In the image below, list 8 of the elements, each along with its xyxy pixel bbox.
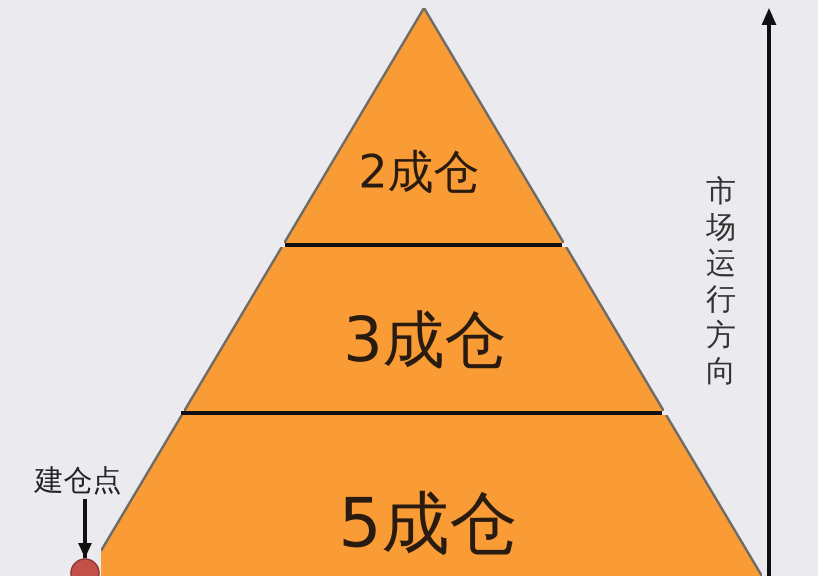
tier-label: 2成仓 [358, 146, 480, 198]
pyramid-tier [184, 247, 664, 411]
entry-point-label: 建仓点 [34, 465, 122, 497]
tier-label: 3成仓 [343, 306, 507, 374]
arrow [78, 498, 92, 558]
tier-label: 5成仓 [338, 488, 518, 562]
pyramid-tier [284, 8, 564, 243]
direction-label: 市场运行方向 [705, 174, 737, 390]
